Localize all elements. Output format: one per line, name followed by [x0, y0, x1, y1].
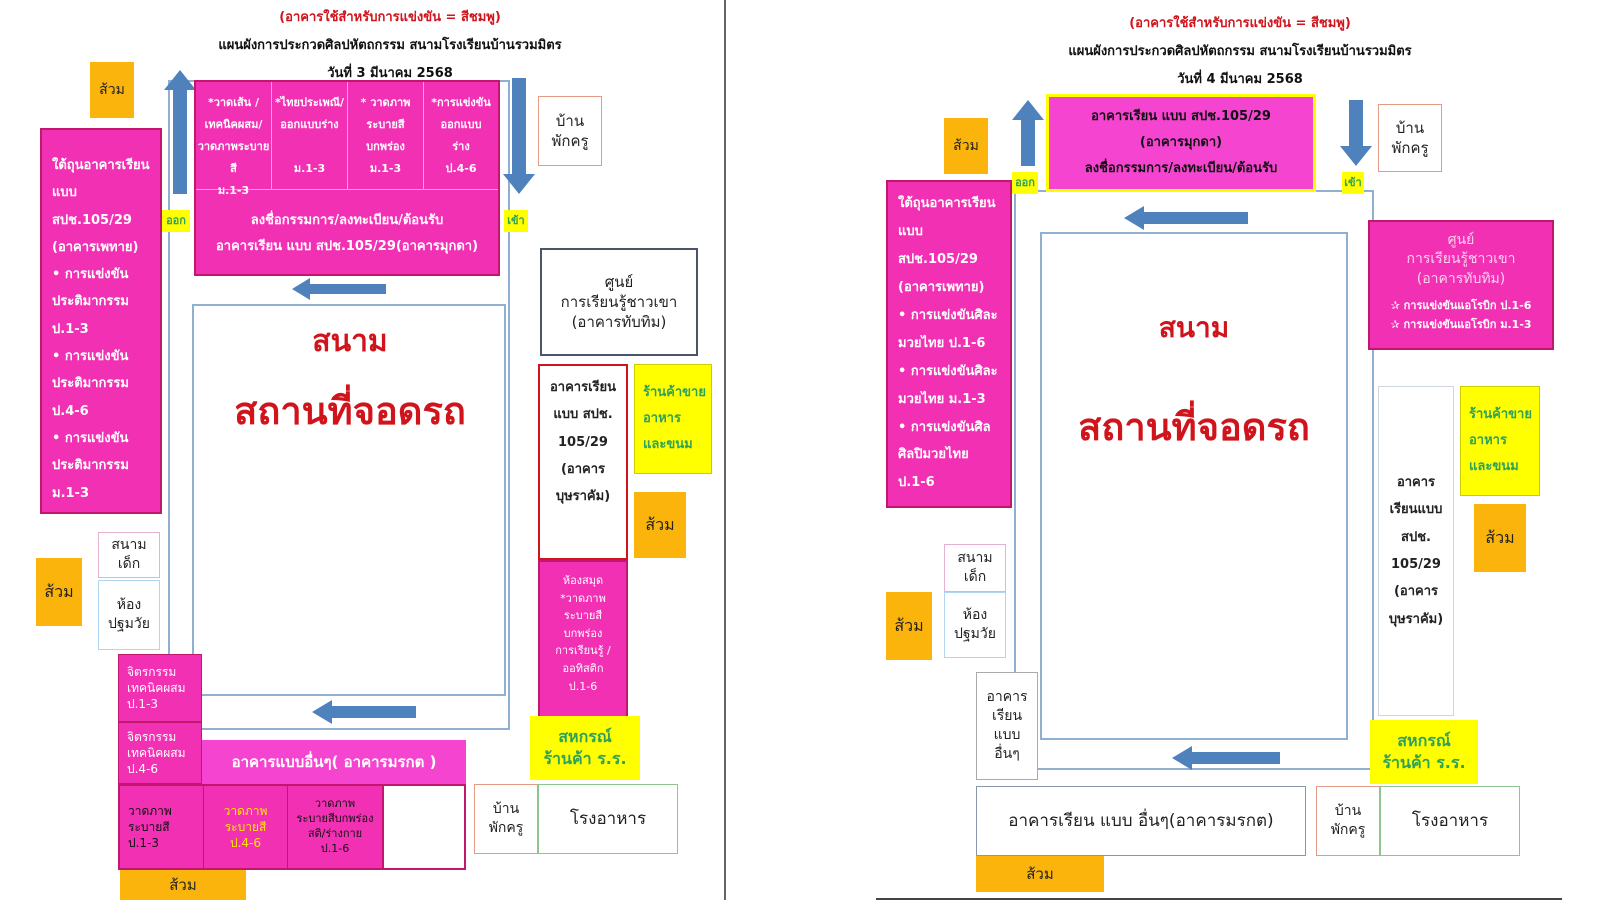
- left-top-room-2: *ไทยประเพณี/ ออกแบบร่าง ม.1-3: [272, 82, 348, 190]
- right-plan-date: วันที่ 4 มีนาคม 2568: [1177, 72, 1303, 87]
- left-petai-building: ใต้ถุนอาคารเรียน แบบ สปช.105/29 (อาคารเพ…: [40, 128, 162, 514]
- left-parking-label: สถานที่จอดรถ: [234, 389, 466, 433]
- right-learning-center-label: ศูนย์ การเรียนรู้ชาวเขา (อาคารทับทิม): [1406, 231, 1516, 287]
- left-other-building: อาคารแบบอื่นๆ( อาคารมรกต ): [202, 740, 466, 784]
- right-toilet-right: ส้วม: [1474, 504, 1526, 572]
- right-parking-label: สถานที่จอดรถ: [1078, 405, 1310, 449]
- left-toilet-left: ส้วม: [36, 558, 82, 626]
- left-field-label: สนาม: [312, 324, 388, 359]
- right-bottom-border: [876, 898, 1562, 900]
- right-toilet-bottom: ส้วม: [976, 856, 1104, 892]
- right-learning-center: ศูนย์ การเรียนรู้ชาวเขา (อาคารทับทิม) ✰ …: [1368, 220, 1554, 350]
- left-food-shop: ร้านค้าขาย อาหาร และขนม: [634, 364, 712, 474]
- left-exit-label: ออก: [162, 210, 190, 232]
- right-plan-title: แผนผังการประกวดศิลปหัตถกรรม สนามโรงเรียน…: [1068, 44, 1412, 59]
- left-library: ห้องสมุด *วาดภาพ ระบายสี บกพร่อง การเรีย…: [538, 560, 628, 718]
- left-exit-arrow-icon: [164, 70, 196, 194]
- right-arrow-top-icon: [1124, 206, 1248, 230]
- left-learning-center: ศูนย์ การเรียนรู้ชาวเขา (อาคารทับทิม): [540, 248, 698, 356]
- left-arrow-bottom-icon: [312, 700, 416, 724]
- right-teacher-house-top: บ้าน พักครู: [1378, 104, 1442, 172]
- left-empty-room: [384, 786, 464, 868]
- left-enter-label: เข้า: [504, 210, 528, 232]
- left-toilet-bottom: ส้วม: [120, 870, 246, 900]
- left-registration-label: ลงชื่อกรรมการ/ลงทะเบียน/ต้อนรับ อาคารเรี…: [215, 213, 479, 254]
- right-playground: สนาม เด็ก: [944, 544, 1006, 592]
- right-food-shop: ร้านค้าขาย อาหาร และขนม: [1460, 386, 1540, 496]
- right-road-inner: [1040, 232, 1348, 740]
- right-teacher-house-bottom: บ้าน พักครู: [1316, 786, 1380, 856]
- left-paint-p13: วาดภาพ ระบายสี ป.1-3: [120, 786, 204, 868]
- left-first-aid-room: ห้อง ปฐมวัย: [98, 580, 160, 650]
- right-petai-building: ใต้ถุนอาคารเรียน แบบ สปช.105/29 (อาคารเพ…: [886, 180, 1012, 508]
- left-top-room-1: *วาดเส้น / เทคนิคผสม/ วาดภาพระบายสี ม.1-…: [196, 82, 272, 197]
- right-other-small-building: อาคาร เรียน แบบ อื่นๆ: [976, 672, 1038, 780]
- right-first-aid-room: ห้อง ปฐมวัย: [944, 592, 1006, 658]
- left-teacher-house-bottom: บ้าน พักครู: [474, 784, 538, 854]
- right-coop-store: สหกรณ์ ร้านค้า ร.ร.: [1370, 720, 1478, 784]
- right-exit-arrow-icon: [1012, 100, 1044, 166]
- left-busarakam-building: อาคารเรียน แบบ สปช. 105/29 (อาคาร บุษราค…: [538, 364, 628, 560]
- left-arrow-top-icon: [292, 278, 386, 300]
- left-canteen: โรงอาหาร: [538, 784, 678, 854]
- left-playground: สนาม เด็ก: [98, 532, 160, 578]
- right-aerobic-events: ✰ การแข่งขันแอโรบิก ป.1-6 ✰ การแข่งขันแอ…: [1390, 299, 1532, 331]
- left-top-room-4: *การแข่งขัน ออกแบบ ร่าง ป.4-6: [424, 82, 498, 190]
- left-top-room-3: * วาดภาพ ระบายสี บกพร่อง ม.1-3: [348, 82, 424, 190]
- left-toilet-top: ส้วม: [90, 62, 134, 118]
- right-legend-header: (อาคารใช้สำหรับการแข่งขัน = สีชมพู): [1129, 16, 1351, 31]
- left-plan-title: แผนผังการประกวดศิลปหัตถกรรม สนามโรงเรียน…: [218, 38, 562, 53]
- left-paint-p46: วาดภาพ ระบายสี ป.4-6: [204, 786, 288, 868]
- left-art-mixed-p13: จิตรกรรม เทคนิคผสม ป.1-3: [118, 654, 202, 722]
- right-field-label: สนาม: [1158, 311, 1230, 344]
- left-teacher-house-top: บ้าน พักครู: [538, 96, 602, 166]
- left-emerald-rooms: วาดภาพ ระบายสี ป.1-3 วาดภาพ ระบายสี ป.4-…: [118, 784, 466, 870]
- right-toilet-left: ส้วม: [886, 592, 932, 660]
- left-art-mixed-p46: จิตรกรรม เทคนิคผสม ป.4-6: [118, 722, 202, 784]
- left-toilet-right: ส้วม: [634, 492, 686, 558]
- right-enter-arrow-icon: [1340, 100, 1372, 166]
- right-canteen: โรงอาหาร: [1380, 786, 1520, 856]
- left-paint-special: วาดภาพ ระบายสีบกพร่อง สติ/ร่างกาย ป.1-6: [288, 786, 384, 868]
- right-arrow-bottom-icon: [1172, 746, 1280, 770]
- left-coop-store: สหกรณ์ ร้านค้า ร.ร.: [530, 716, 640, 780]
- left-road-inner: [192, 304, 506, 696]
- left-enter-arrow-icon: [503, 78, 535, 194]
- left-top-building: *วาดเส้น / เทคนิคผสม/ วาดภาพระบายสี ม.1-…: [194, 80, 500, 276]
- panel-divider: [724, 0, 726, 900]
- left-legend-header: (อาคารใช้สำหรับการแข่งขัน = สีชมพู): [279, 10, 501, 25]
- right-emerald-building: อาคารเรียน แบบ อื่นๆ(อาคารมรกต): [976, 786, 1306, 856]
- right-top-building: อาคารเรียน แบบ สปช.105/29 (อาคารมุกดา) ล…: [1046, 94, 1316, 192]
- right-busarakam-building: อาคาร เรียนแบบ สปช. 105/29 (อาคาร บุษราค…: [1378, 386, 1454, 716]
- right-enter-label: เข้า: [1342, 172, 1364, 194]
- right-toilet-top: ส้วม: [944, 118, 988, 174]
- right-exit-label: ออก: [1012, 172, 1038, 194]
- left-plan-date: วันที่ 3 มีนาคม 2568: [327, 66, 453, 81]
